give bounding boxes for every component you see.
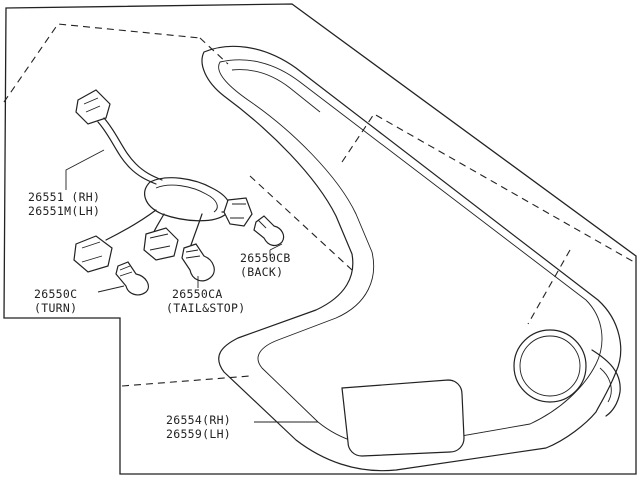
dashed-outline-right [121,113,635,387]
socket-tail-stop [143,227,179,261]
label-bulb-turn: 26550C [34,287,77,301]
bulbs [115,215,285,296]
label-lamp-lh: 26559(LH) [166,427,231,441]
label-harness-rh: 26551 (RH) [28,190,100,204]
label-harness-lh: 26551M(LH) [28,204,100,218]
diagram-frame [3,3,637,475]
tail-lamp-assembly [201,45,622,472]
label-bulb-tail-stop-note: (TAIL&STOP) [166,301,245,315]
dashed-outline-left [3,23,353,271]
label-bulb-back-note: (BACK) [240,265,283,279]
back-lamp-lens [341,379,465,457]
harness-connector [75,89,111,125]
label-lamp-rh: 26554(RH) [166,413,231,427]
part-labels: 26551 (RH) 26551M(LH) 26550CB (BACK) 265… [28,190,291,441]
label-bulb-tail-stop: 26550CA [172,287,223,301]
socket-back [223,197,253,227]
bulb-turn [115,261,149,296]
label-bulb-back: 26550CB [240,251,291,265]
round-lens [513,329,587,403]
wiring-harness [73,89,253,273]
leader-lines [65,149,318,423]
bulb-tail-stop [181,243,215,282]
socket-turn [73,235,113,273]
label-bulb-turn-note: (TURN) [34,301,77,315]
